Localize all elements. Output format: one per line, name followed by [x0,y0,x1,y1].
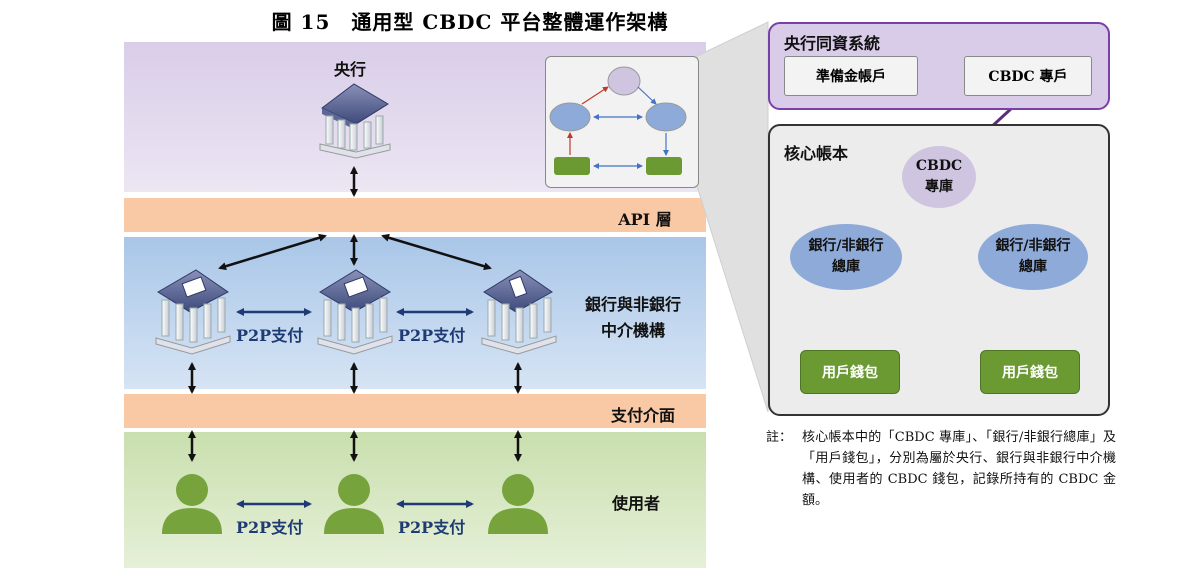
user-wallet-right: 用戶錢包 [980,350,1080,394]
cbdc-account-box: CBDC 專戶 [964,56,1092,96]
bank-card-icon [317,269,393,355]
users-label: 使用者 [611,494,660,513]
bank-mobile-icon [481,269,557,355]
central-system-title: 央行同資系統 [784,34,881,53]
central-bank-building-icon [319,83,391,159]
payment-interface-band [124,394,706,428]
bank-vault-node-right: 銀行/非銀行 總庫 [978,224,1088,290]
figure-note: 註： 核心帳本中的「CBDC 專庫」、「銀行/非銀行總庫」及「用戶錢包」，分別為… [766,427,1116,511]
p2p-label-user-1: P2P支付 [236,518,304,537]
note-body: 核心帳本中的「CBDC 專庫」、「銀行/非銀行總庫」及「用戶錢包」，分別為屬於央… [802,430,1116,508]
figure-title: 圖 15 通用型 CBDC 平台整體運作架構 [271,10,669,34]
bank-vault-left-line2: 總庫 [832,259,860,275]
reserve-account-box: 準備金帳戶 [784,56,918,96]
cbdc-vault-line1: CBDC [915,158,963,174]
api-layer-band [124,198,706,232]
intermediary-label-line1: 銀行與非銀行 [584,295,681,314]
bank-vault-left-line1: 銀行/非銀行 [808,238,884,254]
note-head: 註： [766,430,793,445]
core-ledger-thumbnail-graphic [549,66,687,175]
bank-vault-right-line1: 銀行/非銀行 [995,238,1071,254]
bank-vault-right-line2: 總庫 [1019,259,1047,275]
intermediary-label-line2: 中介機構 [600,321,665,340]
user-wallet-left: 用戶錢包 [800,350,900,394]
bank-computer-icon [155,269,231,355]
cbdc-vault-node: CBDC 專庫 [902,146,976,208]
central-bank-label: 央行 [333,60,366,79]
api-layer-label: API 層 [618,210,672,229]
p2p-label-bank-2: P2P支付 [398,326,466,345]
core-ledger-thumbnail [545,56,699,188]
intermediary-label: 銀行與非銀行 中介機構 [568,292,698,344]
cbdc-vault-line2: 專庫 [924,179,953,195]
core-ledger-title: 核心帳本 [784,144,849,163]
p2p-label-user-2: P2P支付 [398,518,466,537]
user-person-icon [162,474,548,534]
bank-vault-node-left: 銀行/非銀行 總庫 [790,224,902,290]
p2p-label-bank-1: P2P支付 [236,326,304,345]
zoom-connector [696,21,769,413]
payment-interface-label: 支付介面 [610,406,675,425]
